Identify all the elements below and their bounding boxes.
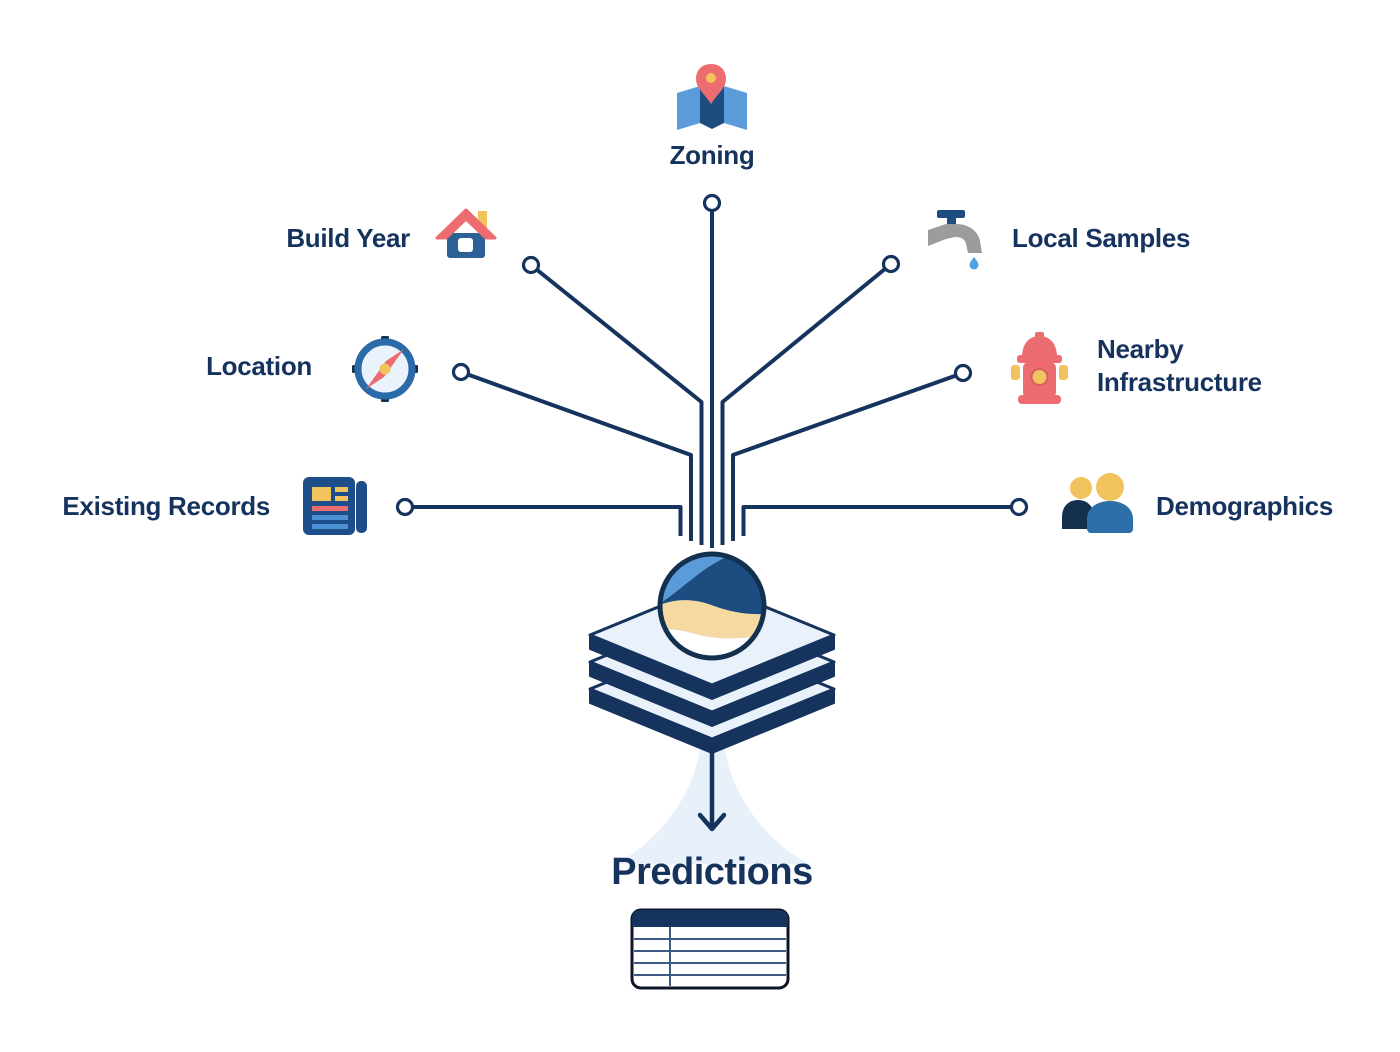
connector-existing-records [405, 505, 683, 536]
table-icon [630, 908, 790, 990]
compass-icon [352, 336, 418, 402]
map-pin [696, 64, 726, 104]
output-label-predictions: Predictions [611, 851, 813, 893]
node-build-year [521, 255, 541, 275]
newspaper-icon [303, 477, 367, 535]
fire-hydrant-icon [1011, 332, 1068, 404]
connector-demographics [741, 505, 1019, 536]
connector-local-samples [720, 262, 893, 545]
connector-lines [405, 203, 1019, 548]
connector-build-year [529, 263, 704, 545]
map-location-icon [677, 64, 747, 130]
people-icon [1062, 473, 1133, 533]
house-icon [435, 208, 497, 258]
node-demographics [1009, 497, 1029, 517]
wave-logo-icon [657, 551, 767, 661]
connector-nodes [395, 193, 1029, 517]
node-zoning [702, 193, 722, 213]
input-label-build-year: Build Year [286, 223, 410, 253]
water-drop [969, 257, 979, 270]
node-existing-records [395, 497, 415, 517]
input-label-existing-records: Existing Records [62, 491, 270, 521]
input-label-location: Location [206, 351, 312, 381]
input-label-demographics: Demographics [1156, 491, 1334, 521]
connector-nearby-infrastructure [731, 371, 964, 541]
connector-location [460, 370, 693, 541]
node-nearby-infrastructure [953, 363, 973, 383]
node-location [451, 362, 471, 382]
input-label-zoning: Zoning [669, 140, 755, 170]
input-label-local-samples: Local Samples [1012, 223, 1191, 253]
water-tap-icon [928, 210, 982, 270]
input-label-nearby-infrastructure: Nearby Infrastructure [1097, 334, 1262, 397]
down-arrow [697, 748, 727, 832]
node-local-samples [881, 254, 901, 274]
